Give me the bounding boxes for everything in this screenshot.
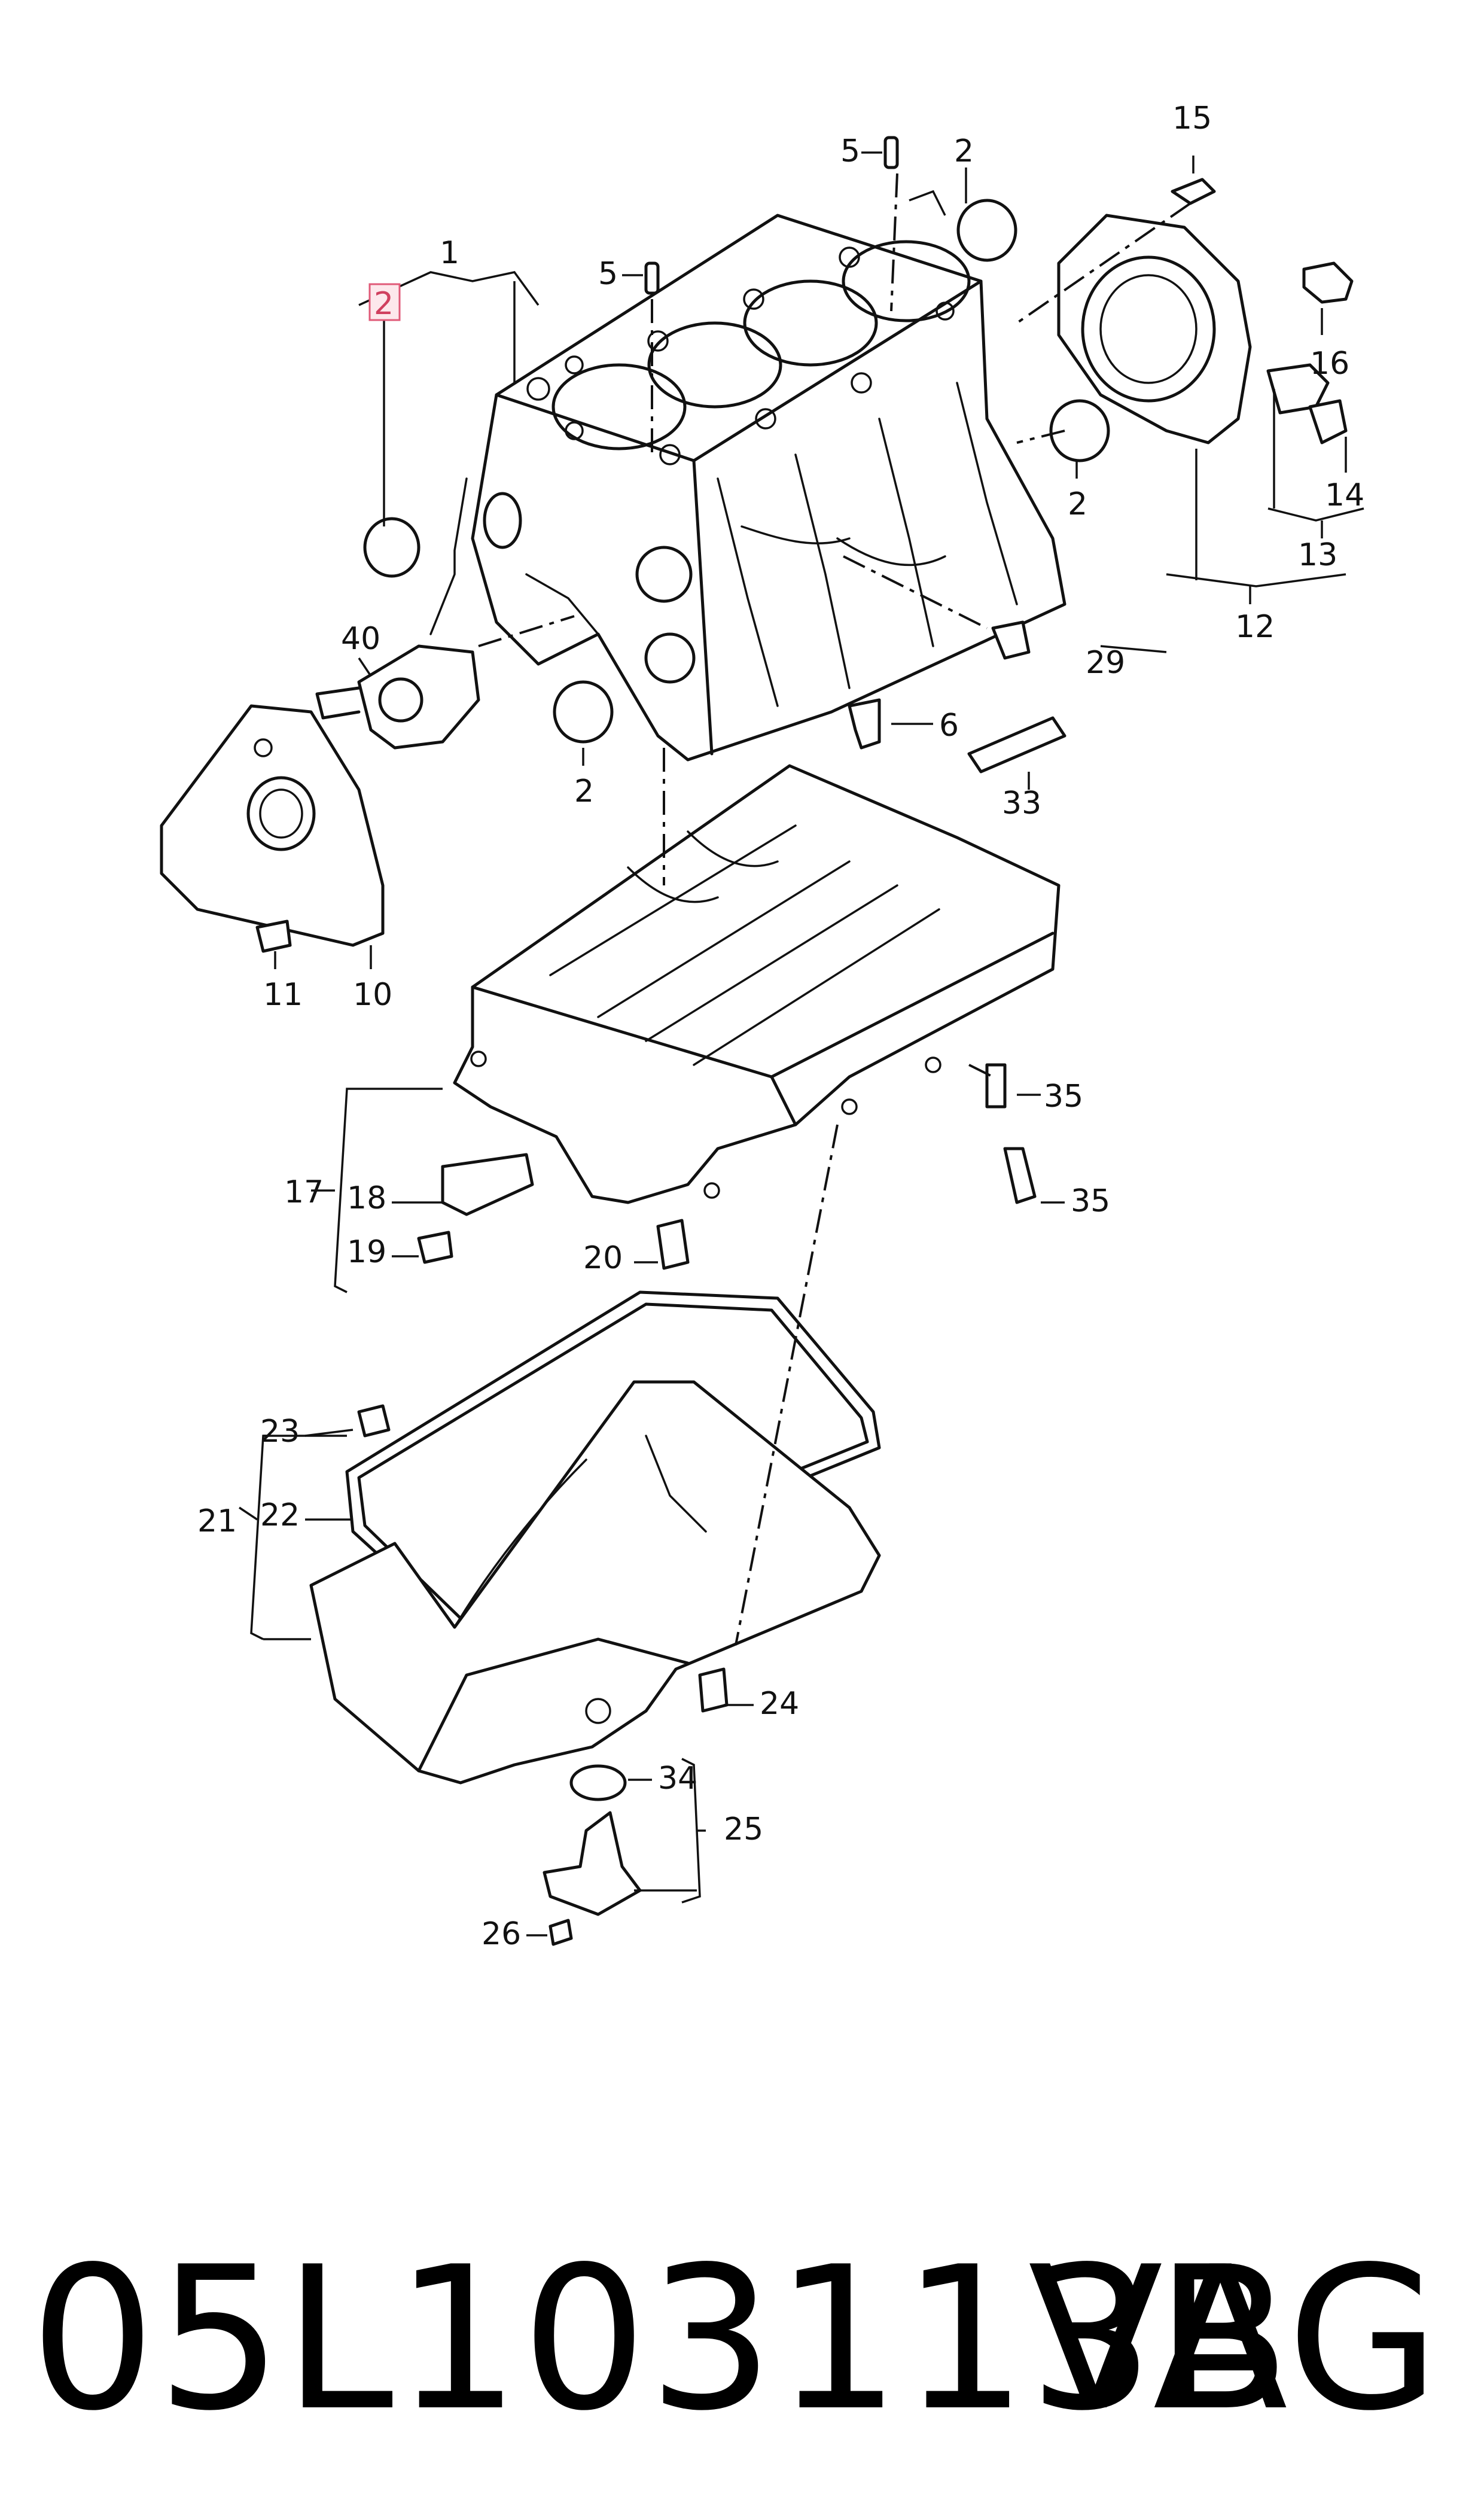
callout-10: 10 [353, 977, 392, 1013]
callout-33: 33 [1002, 785, 1041, 821]
callout-40: 40 [341, 621, 380, 657]
callout-35: 35 [1044, 1079, 1083, 1115]
svg-text:2: 2 [374, 286, 394, 322]
callout-17: 17 [284, 1174, 324, 1210]
callout-12: 12 [1235, 609, 1275, 645]
callout-22: 22 [260, 1497, 300, 1533]
rear-seal-flange [1057, 214, 1252, 444]
callout-5: 5 [598, 256, 618, 292]
alignment-lines [478, 173, 1192, 1646]
sensor-assembly [1266, 363, 1348, 444]
callout-6: 6 [939, 708, 959, 744]
part-number: 05L103113B [30, 2224, 1292, 2454]
callout-2: 2 [954, 133, 974, 169]
callout-15: 15 [1172, 101, 1212, 136]
callout-20: 20 [583, 1240, 623, 1276]
exploded-parts-diagram: 2 1 2 2 2 5 5 6 10 11 12 13 14 15 16 17 … [160, 101, 1364, 1952]
callout-25: 25 [724, 1811, 763, 1847]
callout-24: 24 [760, 1686, 799, 1722]
lower-oil-pan [309, 1380, 881, 1785]
sensor-cap [1302, 261, 1354, 304]
leader-lines [239, 151, 1364, 1937]
small-parts [255, 136, 1216, 1946]
callout-11: 11 [263, 977, 303, 1013]
callout-2: 2 [574, 774, 594, 809]
callout-26: 26 [482, 1916, 521, 1952]
callout-18: 18 [347, 1180, 386, 1216]
callout-34: 34 [658, 1761, 697, 1797]
vacuum-pump [315, 477, 480, 750]
callout-13: 13 [1298, 537, 1337, 573]
callout-19: 19 [347, 1234, 386, 1270]
callout-21: 21 [197, 1503, 237, 1539]
callout-29: 29 [1086, 645, 1125, 681]
callout-labels: 1 2 2 2 5 5 6 10 11 12 13 14 15 16 17 18… [197, 101, 1364, 1952]
callout-5: 5 [840, 133, 860, 169]
front-cover-flange [160, 704, 385, 947]
callout-14: 14 [1325, 477, 1364, 513]
callout-16: 16 [1310, 346, 1349, 382]
callout-1: 1 [440, 235, 459, 271]
upper-oil-pan [453, 764, 1061, 1204]
callout-23: 23 [260, 1414, 300, 1450]
callout-2: 2 [1068, 486, 1087, 522]
callout-35: 35 [1071, 1183, 1110, 1219]
brand-name: VAG [1028, 2224, 1442, 2454]
cylinder-block [471, 214, 1066, 762]
highlighted-callout[interactable]: 2 [368, 283, 401, 322]
footer: 05L103113B VAG [0, 2213, 1484, 2465]
